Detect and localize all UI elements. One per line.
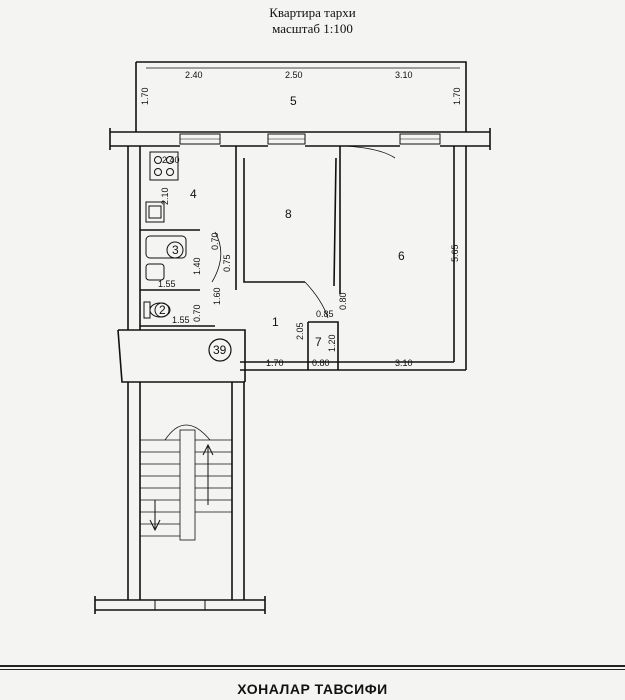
dim-wc-door: 0.70 xyxy=(192,304,202,322)
plan-title: Квартира тархи xyxy=(269,5,356,20)
stair-steps xyxy=(140,424,232,541)
sink-icon xyxy=(145,201,165,223)
stove-icon xyxy=(149,151,179,181)
section-heading: ХОНАЛАР ТАВСИФИ xyxy=(237,681,388,697)
balcony-outline xyxy=(135,61,467,132)
washbasin-icon xyxy=(145,263,165,281)
dim-hall-depth: 2.05 xyxy=(295,322,305,340)
dim-closet-door-2: 0.80 xyxy=(338,292,348,310)
dim-closet-door: 0.85 xyxy=(316,309,334,319)
stair-arrow-up-icon xyxy=(202,443,214,505)
stair-arrow-down-icon xyxy=(149,500,161,532)
dim-kitchen-depth: 2.10 xyxy=(160,187,170,205)
dim-bath-door-2: 0.75 xyxy=(222,254,232,272)
dim-kitchen-width: 2.40 xyxy=(162,155,180,165)
footer-rule-thick xyxy=(0,665,625,667)
dim-balcony-w2: 2.50 xyxy=(285,70,303,80)
dim-bath-depth: 1.40 xyxy=(192,257,202,275)
dim-bath-door: 0.70 xyxy=(210,232,220,250)
dim-balcony-w1: 2.40 xyxy=(185,70,203,80)
dim-balcony-w3: 3.10 xyxy=(395,70,413,80)
dim-hall-width: 1.70 xyxy=(266,358,284,368)
room-7-label: 7 xyxy=(315,335,322,349)
room-6-label: 6 xyxy=(398,249,405,263)
room-5-label: 5 xyxy=(290,94,297,108)
room3-circle xyxy=(166,241,184,259)
door-swing-room6 xyxy=(344,145,396,159)
partition-room8-bottom xyxy=(243,157,337,287)
room-1-label: 1 xyxy=(272,315,279,329)
apartment-outer-wall xyxy=(110,131,490,371)
dim-wc-width: 1.55 xyxy=(172,315,190,325)
stair-number: 39 xyxy=(213,343,227,357)
dim-balcony-depth-left: 1.70 xyxy=(140,87,150,105)
dim-room6-depth: 5.65 xyxy=(450,244,460,262)
door-swing-bath xyxy=(211,231,222,283)
stair-window xyxy=(154,599,206,611)
partition-closet xyxy=(307,321,339,370)
dim-closet-width: 0.80 xyxy=(312,358,330,368)
partition-kitchen-bath xyxy=(140,229,215,327)
stair-number-circle xyxy=(208,338,232,362)
room-4-label: 4 xyxy=(190,187,197,201)
footer-rule-thin xyxy=(0,669,625,670)
door-swing-room8 xyxy=(304,281,329,319)
bathtub-icon xyxy=(145,235,187,259)
plan-title-block: Квартира тархи масштаб 1:100 xyxy=(0,5,625,37)
room-3-label: 3 xyxy=(172,243,179,257)
left-wall-stub xyxy=(94,128,491,614)
room2-circle xyxy=(154,302,170,318)
dim-bath-width: 1.55 xyxy=(158,279,176,289)
room-2-label: 2 xyxy=(159,303,166,317)
room-8-label: 8 xyxy=(285,207,292,221)
dim-balcony-depth-right: 1.70 xyxy=(452,87,462,105)
dim-closet-depth: 1.20 xyxy=(327,334,337,352)
plan-scale: масштаб 1:100 xyxy=(272,21,353,36)
dim-room6-width: 3.10 xyxy=(395,358,413,368)
dim-wc-depth: 1.60 xyxy=(212,287,222,305)
